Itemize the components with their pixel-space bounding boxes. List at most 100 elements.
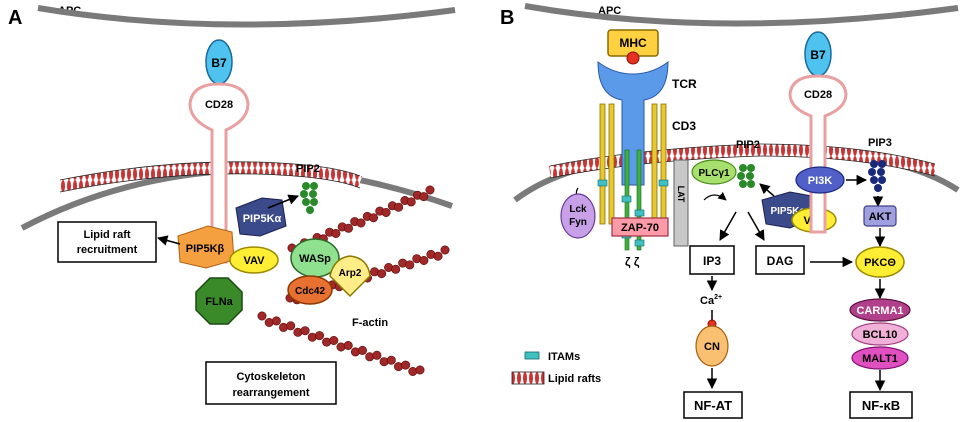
panel-b-zap70 xyxy=(611,217,669,237)
panel-b-peptide xyxy=(626,51,640,65)
f-actin-bead xyxy=(425,185,435,195)
panel-a-arrow-pip5ka-pip2 xyxy=(267,194,299,209)
panel-b-plcg1 xyxy=(691,159,737,185)
panel-b-cn xyxy=(695,325,729,367)
panel-b-curved-arrow xyxy=(703,191,727,201)
f-actin-bead xyxy=(405,260,415,270)
panel-b-arrow-dag xyxy=(747,211,765,241)
panel-a-flna-label: FLNa xyxy=(205,296,233,308)
legend-raft-swatch xyxy=(511,371,545,385)
f-actin-bead xyxy=(386,355,396,365)
panel-b-pip3-label: PIP3 xyxy=(868,137,892,149)
f-actin-bead xyxy=(286,321,296,331)
panel-a-cd28 xyxy=(188,82,250,264)
panel-a-cdc42 xyxy=(287,275,333,305)
f-actin-bead xyxy=(377,269,387,279)
panel-a-vav xyxy=(229,246,279,274)
panel-b-akt xyxy=(863,205,897,227)
f-actin-bead xyxy=(433,251,443,261)
legend-rafts-label: Lipid rafts xyxy=(548,373,601,385)
panel-b-nfat-box xyxy=(683,391,743,419)
panel-b-pi3k xyxy=(795,166,845,194)
legend-itams-label: ITAMs xyxy=(548,351,580,363)
f-actin-bead xyxy=(357,345,367,355)
panel-a-lipid-raft-text-2: recruitment xyxy=(77,244,138,256)
panel-a-letter: A xyxy=(8,7,22,29)
f-actin-bead xyxy=(394,202,404,212)
f-actin-bead xyxy=(415,365,425,375)
panel-a-pip2-molecule xyxy=(300,182,318,214)
legend-itam-swatch xyxy=(524,351,540,360)
panel-a-arp2-label: Arp2 xyxy=(339,268,362,279)
f-actin-bead xyxy=(440,245,450,255)
panel-b-carma1 xyxy=(849,298,911,322)
panel-a-lipid-raft-box xyxy=(57,221,157,263)
panel-a-pip5kb-label: PIP5Kβ xyxy=(186,243,225,255)
panel-b-cd28-label: CD28 xyxy=(804,89,832,101)
panel-a-b7-label: B7 xyxy=(211,56,227,70)
f-actin-bead xyxy=(419,192,429,202)
panel-a-arrow-raft xyxy=(156,235,181,246)
panel-b-ca-superscript: 2+ xyxy=(714,294,722,301)
panel-b-malt1-label: MALT1 xyxy=(862,353,898,365)
panel-b-malt1 xyxy=(851,346,909,370)
panel-b-ip3-box xyxy=(689,245,735,275)
panel-b-lck-fyn xyxy=(560,193,596,239)
panel-a-cd28-label: CD28 xyxy=(205,99,233,111)
panel-b-mhc-label: MHC xyxy=(619,36,647,50)
panel-b-pip2-label: PIP2 xyxy=(736,139,760,151)
panel-b-nfkb-box xyxy=(849,391,913,419)
panel-b-zeta-label: ζ ζ xyxy=(625,255,640,269)
f-actin-bead xyxy=(381,208,391,218)
f-actin-bead xyxy=(391,264,401,274)
panel-b-nfkb-label: NF-κB xyxy=(862,398,900,413)
panel-b-nfat-label: NF-AT xyxy=(694,398,732,413)
f-actin-bead xyxy=(356,218,366,228)
panel-b-cd3-label: CD3 xyxy=(672,119,696,133)
panel-b-lat xyxy=(673,159,689,247)
panel-b-dag-label: DAG xyxy=(767,254,794,268)
panel-b: B APC MHC TCR CD3 xyxy=(500,3,960,419)
panel-b-pip2-molecule xyxy=(737,164,755,188)
panel-b-fyn-label: Fyn xyxy=(569,217,587,228)
f-actin-bead xyxy=(406,197,416,207)
f-actin-bead xyxy=(329,335,339,345)
panel-b-arrow-ip3 xyxy=(719,211,737,241)
panel-b-pkc xyxy=(855,246,905,278)
f-actin-bead xyxy=(300,326,310,336)
panel-b-cn-label: CN xyxy=(704,341,720,353)
panel-a-factin-label: F-actin xyxy=(352,317,388,329)
panel-b-ca-label: Ca2+ xyxy=(700,294,722,307)
f-actin-bead xyxy=(331,229,341,239)
panel-a-arp2 xyxy=(329,255,371,298)
panel-b-akt-label: AKT xyxy=(869,211,892,223)
panel-b-pi3k-label: PI3K xyxy=(808,175,833,187)
panel-b-b7-label: B7 xyxy=(810,48,826,62)
f-actin-bead xyxy=(343,340,353,350)
f-actin-bead xyxy=(271,316,281,326)
panel-b-zap70-label: ZAP-70 xyxy=(621,222,659,234)
f-actin-bead xyxy=(419,255,429,265)
panel-b-apc-membrane xyxy=(524,3,959,27)
panel-a-apc-membrane xyxy=(37,5,456,28)
f-actin-bead xyxy=(257,311,267,321)
panel-b-carma1-label: CARMA1 xyxy=(856,305,903,317)
panel-b-dag-box xyxy=(755,245,805,275)
f-actin-bead xyxy=(372,350,382,360)
panel-b-ip3-label: IP3 xyxy=(703,254,721,268)
panel-a-flna xyxy=(195,277,243,325)
f-actin-bead xyxy=(314,331,324,341)
f-actin-bead xyxy=(368,213,378,223)
panel-b-plcg1-label: PLCγ1 xyxy=(698,168,730,179)
panel-b-tcr xyxy=(597,61,669,186)
f-actin-bead xyxy=(343,223,353,233)
panel-b-pkc-label: PKCΘ xyxy=(864,257,896,269)
panel-b-pip5ka-label: PIP5Kα xyxy=(770,206,806,217)
panel-a-pip2-label: PIP2 xyxy=(296,163,320,175)
panel-a: A APC B7 CD28 PIP2 PIP5Kα PIP5Kβ xyxy=(8,5,456,405)
panel-b-cd28 xyxy=(788,74,848,234)
panel-a-vav-label: VAV xyxy=(244,255,266,267)
panel-a-cyto-text-1: Cytoskeleton xyxy=(236,371,305,383)
